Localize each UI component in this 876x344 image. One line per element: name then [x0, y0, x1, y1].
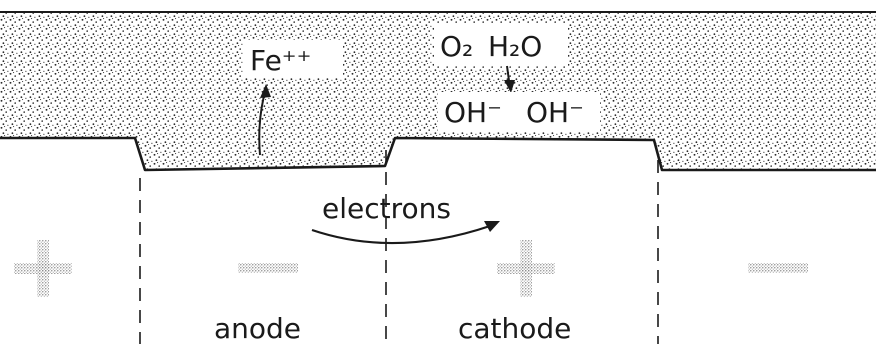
hydroxide-label-1: OH⁻	[444, 96, 502, 129]
electrons-label: electrons	[322, 192, 451, 225]
hydroxide-label-2: OH⁻	[526, 96, 584, 129]
fe-label-backing	[243, 40, 343, 78]
plus-sign-icon	[14, 240, 72, 297]
fe-ion-arrowhead	[260, 84, 271, 98]
electrolyte-region	[0, 12, 876, 170]
cathode-label: cathode	[458, 312, 571, 344]
metal-surface-line	[0, 136, 876, 172]
minus-sign-icon	[238, 263, 298, 273]
plus-sign-icon	[497, 240, 555, 297]
reduction-arrowhead	[504, 80, 515, 93]
reactant-label-backing	[434, 24, 568, 66]
electron-flow-arrowhead	[484, 221, 500, 232]
minus-sign-icon	[748, 263, 808, 273]
electron-flow-arrow	[311, 224, 491, 245]
oxygen-label: O₂	[440, 30, 473, 63]
product-label-backing	[438, 92, 600, 132]
anode-label: anode	[214, 312, 301, 344]
fe-ion-label: Fe⁺⁺	[250, 44, 311, 77]
water-label: H₂O	[488, 30, 542, 63]
